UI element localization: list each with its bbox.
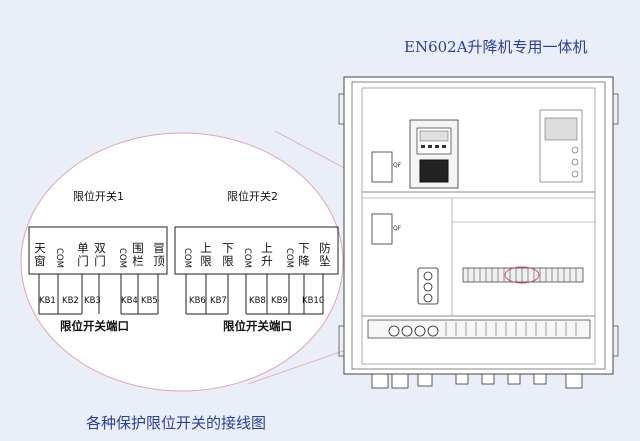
terminal-label: 上限 [200,241,212,268]
diagram-caption: 各种保护限位开关的接线图 [86,414,267,432]
controller-cabinet [338,76,619,389]
magnifier-circle [20,132,344,392]
terminal-label: 天窗 [34,241,46,268]
kb-label: KB8 [249,296,266,306]
terminal-com-label: COM [182,248,192,268]
switch-group-1-box [28,226,168,275]
kb-label: KB5 [141,296,158,306]
port-label-1: 限位开关端口 [60,319,129,333]
switch-group-1-title: 限位开关1 [73,190,124,203]
breaker-label: QF [393,225,402,232]
group-1-leads [38,274,159,315]
terminal-label: 冒顶 [153,241,165,268]
terminal-label: 双门 [94,241,106,268]
switch-group-2-title: 限位开关2 [227,190,278,203]
kb-label: KB10 [302,296,325,306]
group-2-leads [185,274,324,315]
terminal-label: 下限 [222,241,234,268]
terminal-com-label: COM [284,248,294,268]
terminal-label: 下降 [298,241,310,268]
kb-label: KB2 [62,296,79,306]
terminal-com-label: COM [54,248,64,268]
kb-label: KB9 [271,296,288,306]
port-label-2: 限位开关端口 [223,319,292,333]
terminal-label: 防坠 [319,241,331,268]
kb-label: KB4 [121,296,138,306]
kb-label: KB7 [210,296,227,306]
terminal-pins [467,268,577,282]
terminal-com-label: COM [117,248,127,268]
highlight-ellipse [504,266,540,284]
kb-label: KB3 [84,296,101,306]
kb-label: KB1 [39,296,56,306]
terminal-label: 单门 [77,241,89,268]
diagram-title: EN602A升降机专用一体机 [404,38,588,56]
breaker-label: QF [393,162,402,169]
switch-group-2-box [174,226,339,275]
cable-glands [371,373,583,389]
terminal-label: 上升 [261,241,273,268]
kb-label: KB6 [189,296,206,306]
terminal-com-label: COM [242,248,252,268]
terminal-label: 围栏 [132,241,144,268]
